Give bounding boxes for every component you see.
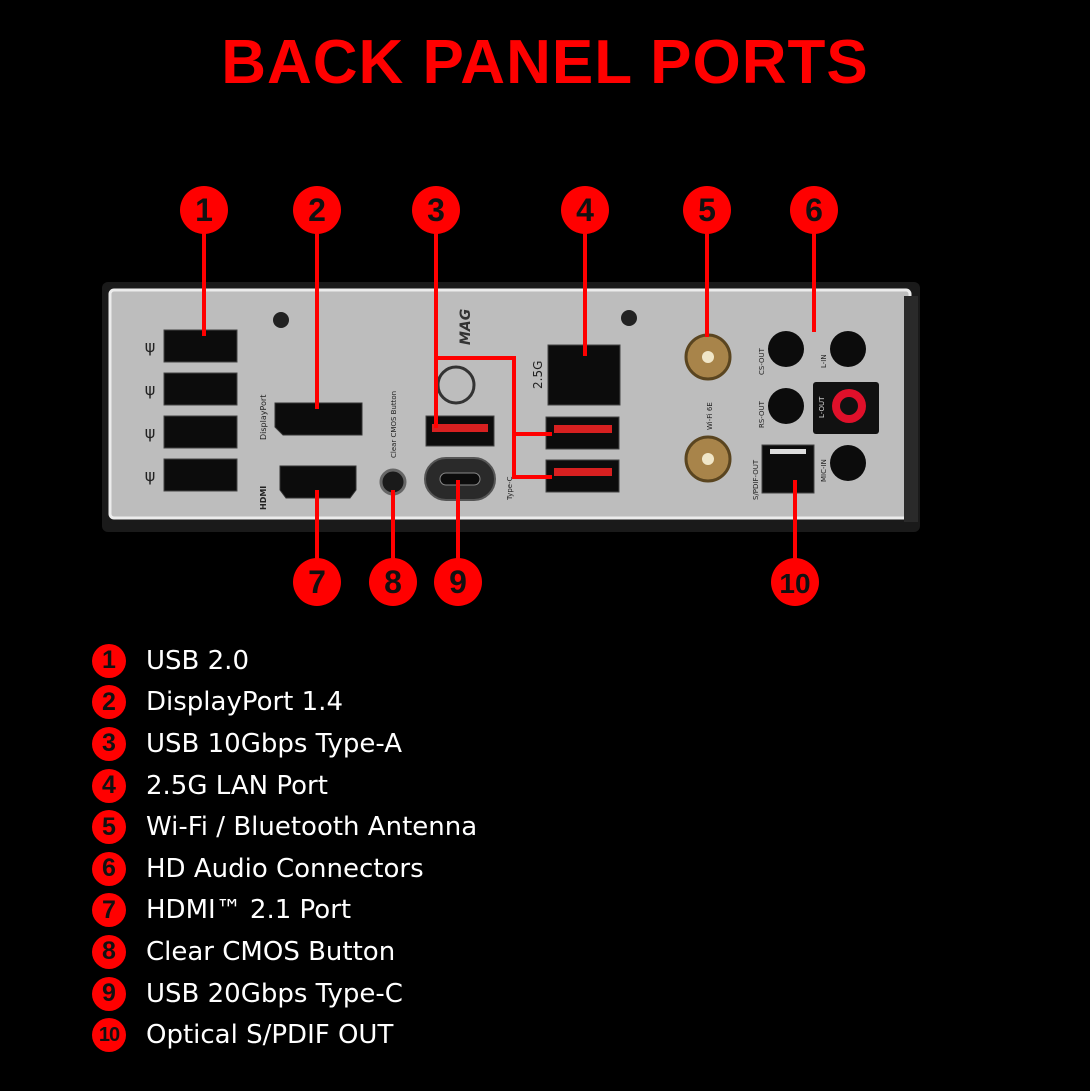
callout-number: 3 bbox=[427, 192, 445, 228]
usb2-ports: ψ ψ ψ ψ bbox=[145, 329, 238, 492]
l-in-label: L-IN bbox=[820, 354, 828, 368]
callout-badge-1: 1 bbox=[180, 186, 228, 234]
displayport-port bbox=[274, 402, 363, 436]
usb2-port bbox=[163, 372, 238, 406]
usb-icon: ψ bbox=[145, 380, 156, 399]
usb-icon: ψ bbox=[145, 337, 156, 356]
legend-item: 9 USB 20Gbps Type-C bbox=[92, 973, 477, 1015]
port-legend: 1 USB 2.0 2 DisplayPort 1.4 3 USB 10Gbps Type… bbox=[92, 640, 477, 1056]
callout-number: 2 bbox=[308, 192, 326, 228]
number-badge: 7 bbox=[92, 893, 126, 928]
legend-label: DisplayPort 1.4 bbox=[146, 687, 343, 718]
screw-icon bbox=[621, 310, 637, 326]
legend-label: Clear CMOS Button bbox=[146, 936, 396, 967]
typec-label: Type-C bbox=[506, 476, 514, 501]
callout-badge-10: 10 bbox=[771, 558, 819, 606]
audio-jack-cs-out bbox=[768, 331, 804, 367]
callout-badge-6: 6 bbox=[790, 186, 838, 234]
usb2-port bbox=[163, 458, 238, 492]
legend-label: USB 10Gbps Type-A bbox=[146, 728, 403, 759]
callout-number: 7 bbox=[308, 564, 326, 600]
hdmi-label: HDMI bbox=[259, 486, 268, 510]
lan-speed-label: 2.5G bbox=[531, 361, 545, 389]
number-badge: 6 bbox=[92, 851, 126, 886]
audio-jack-l-in bbox=[830, 331, 866, 367]
callout-number: 10 bbox=[779, 568, 810, 599]
legend-label: HDMI™ 2.1 Port bbox=[146, 895, 352, 926]
legend-label: USB 20Gbps Type-C bbox=[146, 978, 403, 1009]
clear-cmos-label: Clear CMOS Button bbox=[390, 391, 398, 458]
callout-number: 9 bbox=[449, 564, 467, 600]
legend-item: 8 Clear CMOS Button bbox=[92, 931, 477, 973]
legend-item: 6 HD Audio Connectors bbox=[92, 848, 477, 890]
number-badge: 8 bbox=[92, 934, 126, 969]
legend-label: USB 2.0 bbox=[146, 645, 249, 676]
legend-label: Optical S/PDIF OUT bbox=[146, 1020, 394, 1051]
callout-number: 4 bbox=[576, 192, 594, 228]
hdmi-port bbox=[279, 465, 357, 499]
callout-badge-5: 5 bbox=[683, 186, 731, 234]
legend-item: 1 USB 2.0 bbox=[92, 640, 477, 682]
wifi-label: Wi-Fi 6E bbox=[706, 402, 714, 430]
callout-badge-3: 3 bbox=[412, 186, 460, 234]
callout-badge-9: 9 bbox=[434, 558, 482, 606]
legend-label: HD Audio Connectors bbox=[146, 853, 424, 884]
legend-label: 2.5G LAN Port bbox=[146, 770, 328, 801]
audio-jack-rs-out bbox=[768, 388, 804, 424]
callout-badge-4: 4 bbox=[561, 186, 609, 234]
cs-out-label: CS-OUT bbox=[758, 347, 766, 375]
usb-icon: ψ bbox=[145, 423, 156, 442]
l-out-label: L-OUT bbox=[818, 396, 826, 418]
number-badge: 4 bbox=[92, 768, 126, 803]
callout-number: 8 bbox=[384, 564, 402, 600]
screw-icon bbox=[273, 312, 289, 328]
number-badge: 10 bbox=[92, 1018, 126, 1053]
number-badge: 2 bbox=[92, 685, 126, 720]
spdif-label: S/PDIF-OUT bbox=[752, 459, 760, 500]
number-badge: 1 bbox=[92, 643, 126, 678]
legend-item: 4 2.5G LAN Port bbox=[92, 765, 477, 807]
usb-icon: ψ bbox=[145, 466, 156, 485]
callout-badge-8: 8 bbox=[369, 558, 417, 606]
usb2-port bbox=[163, 415, 238, 449]
displayport-label: DisplayPort bbox=[259, 395, 268, 440]
legend-item: 3 USB 10Gbps Type-A bbox=[92, 723, 477, 765]
rs-out-label: RS-OUT bbox=[758, 400, 766, 428]
legend-label: Wi-Fi / Bluetooth Antenna bbox=[146, 812, 478, 843]
legend-item: 10 Optical S/PDIF OUT bbox=[92, 1014, 477, 1056]
callout-number: 6 bbox=[805, 192, 823, 228]
usb2-port bbox=[163, 329, 238, 363]
audio-jack-mic-in bbox=[830, 445, 866, 481]
callout-number: 1 bbox=[195, 192, 213, 228]
callout-number: 5 bbox=[698, 192, 716, 228]
mic-in-label: MIC-IN bbox=[820, 459, 828, 482]
legend-item: 2 DisplayPort 1.4 bbox=[92, 682, 477, 724]
page-title: BACK PANEL PORTS bbox=[221, 28, 869, 97]
legend-item: 5 Wi-Fi / Bluetooth Antenna bbox=[92, 806, 477, 848]
shield-edge bbox=[904, 296, 918, 522]
number-badge: 5 bbox=[92, 810, 126, 845]
io-shield-diagram: ψ ψ ψ ψ DisplayPort HDMI Clear CMOS Butt… bbox=[102, 186, 920, 606]
number-badge: 9 bbox=[92, 976, 126, 1011]
legend-item: 7 HDMI™ 2.1 Port bbox=[92, 890, 477, 932]
brand-label: MAG bbox=[458, 309, 474, 345]
callout-badge-7: 7 bbox=[293, 558, 341, 606]
number-badge: 3 bbox=[92, 726, 126, 761]
callout-badge-2: 2 bbox=[293, 186, 341, 234]
